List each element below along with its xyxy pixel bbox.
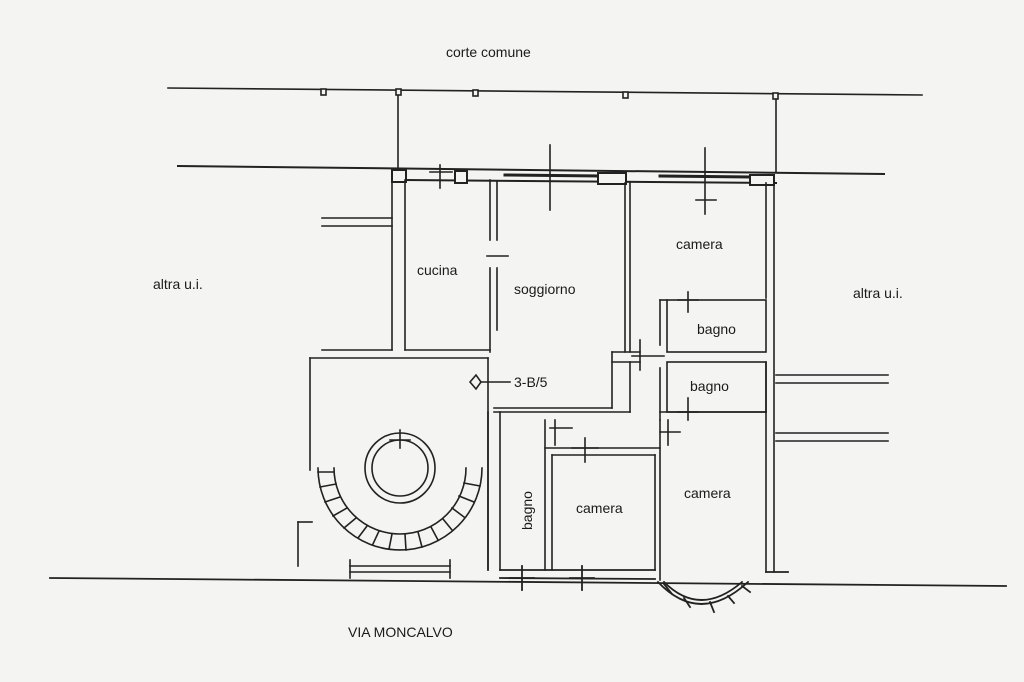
living-room-label: soggiorno [514,281,576,297]
street-facade [49,565,1007,591]
camera-top-label: camera [676,236,723,252]
left-neighbour-walls [321,174,406,351]
left-unit-label: altra u.i. [153,276,203,292]
right-unit-label: altra u.i. [853,285,903,301]
bagno-top-label: bagno [697,321,736,337]
spiral-staircase [297,357,489,579]
courtyard-label: corte comune [446,44,531,60]
courtyard-facade [176,164,886,186]
bay-window [656,580,752,614]
bagno-mid-label: bagno [690,378,729,394]
courtyard-boundary [167,87,923,173]
unit-label: 3-B/5 [514,374,548,390]
street-label: VIA MONCALVO [348,624,453,640]
lower-rooms-walls [487,411,767,581]
camera-mid-label: camera [576,500,623,516]
camera-right-label: camera [684,485,731,501]
bagno-left-label: bagno [519,491,535,530]
entrance-marker [468,373,511,391]
right-neighbour-walls [775,374,889,442]
living-room-walls [493,144,665,413]
kitchen-walls [404,164,509,353]
kitchen-label: cucina [417,262,458,278]
